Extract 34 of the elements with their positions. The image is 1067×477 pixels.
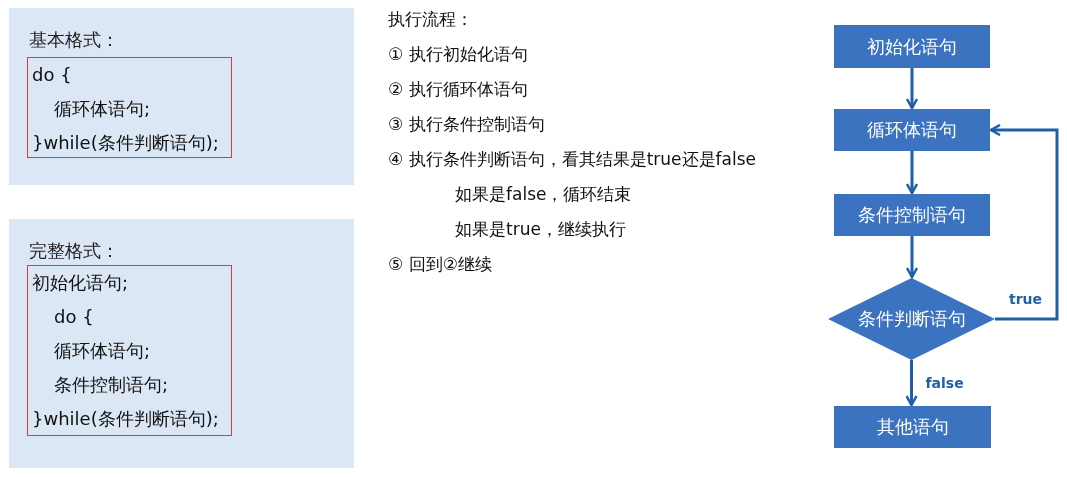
code-line: do { (31, 63, 73, 87)
arrow (905, 360, 918, 407)
step-text: ① 执行初始化语句 (388, 43, 528, 65)
process-box: 循环体语句 (834, 109, 990, 151)
step-text: ④ 执行条件判断语句，看其结果是true还是false (388, 148, 756, 170)
panel-heading: 完整格式： (29, 239, 119, 263)
step-text: ③ 执行条件控制语句 (388, 113, 545, 135)
code-box (27, 265, 232, 436)
code-line: 循环体语句; (53, 97, 152, 121)
code-line: 条件控制语句; (53, 373, 170, 397)
arrow (905, 151, 919, 195)
arrow (905, 236, 919, 279)
code-box (27, 57, 232, 158)
step-text: 如果是false，循环结束 (455, 183, 632, 205)
format-panel (9, 8, 354, 185)
code-line: 初始化语句; (31, 271, 130, 295)
arrow (989, 123, 1059, 321)
step-text: ② 执行循环体语句 (388, 78, 528, 100)
code-line: do { (53, 305, 95, 329)
step-text: ⑤ 回到②继续 (388, 253, 492, 275)
code-line: }while(条件判断语句); (31, 407, 220, 431)
edge-label: true (1007, 291, 1045, 307)
process-box: 其他语句 (834, 406, 991, 448)
format-panel (9, 219, 354, 468)
process-box: 条件控制语句 (834, 194, 990, 236)
section-heading: 执行流程： (388, 8, 473, 30)
edge-label: false (923, 375, 966, 391)
arrow (905, 68, 919, 110)
panel-heading: 基本格式： (29, 28, 119, 52)
code-line: }while(条件判断语句); (31, 131, 220, 155)
step-text: 如果是true，继续执行 (455, 218, 626, 240)
process-box: 初始化语句 (834, 25, 990, 68)
code-line: 循环体语句; (53, 339, 152, 363)
decision-diamond: 条件判断语句 (828, 278, 995, 360)
